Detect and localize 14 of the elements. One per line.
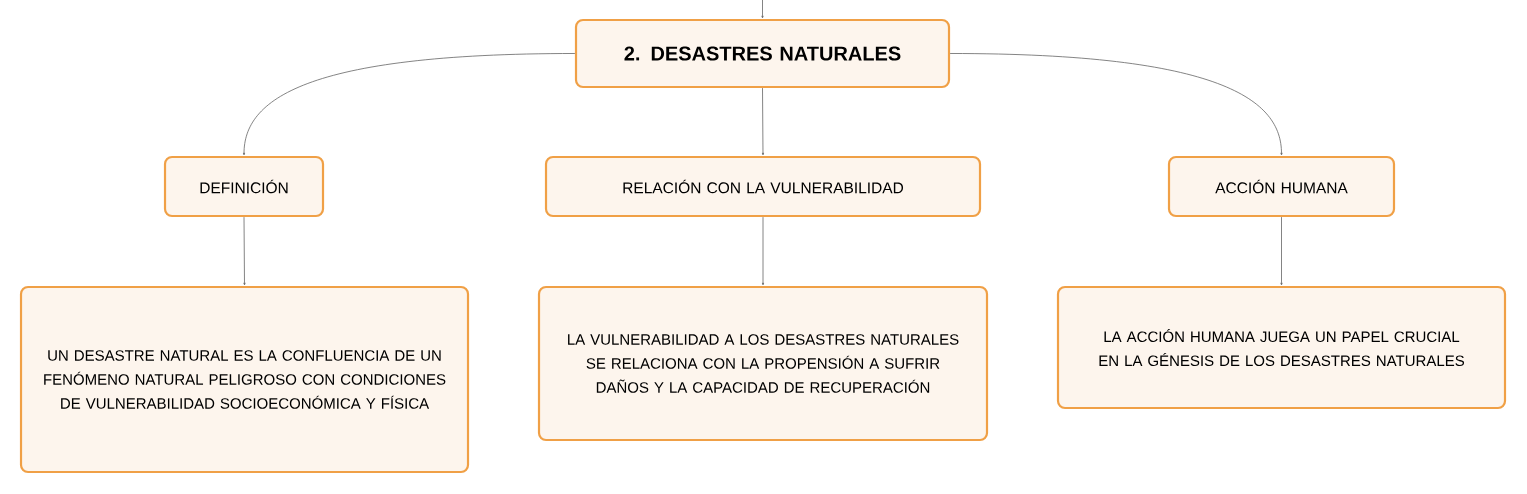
topic-box: RELACIÓN CON LA VULNERABILIDAD — [544, 155, 982, 218]
arrow — [242, 53, 576, 156]
topic-box: UN DESASTRE NATURAL ES LA CONFLUENCIA DE UN FENÓMENO NATURAL PELIGROSO CON CONDICIONES DE VULNERABILIDAD SOCIOECONÓMICA Y FÍSICA — [19, 285, 470, 474]
title-box: 2. DESASTRES NATURALES — [574, 18, 951, 89]
arrow — [243, 216, 246, 286]
arrow — [761, 216, 765, 286]
topic-box: ACCIÓN HUMANA — [1167, 155, 1396, 218]
topic-box: LA ACCIÓN HUMANA JUEGA UN PAPEL CRUCIAL EN LA GÉNESIS DE LOS DESASTRES NATURALES — [1056, 285, 1507, 410]
arrow — [949, 53, 1283, 156]
arrow — [761, 0, 764, 19]
arrow — [1280, 216, 1283, 286]
topic-box: DEFINICIÓN — [163, 155, 325, 218]
arrow — [761, 87, 765, 156]
topic-box: LA VULNERABILIDAD A LOS DESASTRES NATURALES SE RELACIONA CON LA PROPENSIÓN A SUFRIR DAÑOS Y LA CAPACIDAD DE RECUPERACIÓN — [537, 285, 989, 442]
